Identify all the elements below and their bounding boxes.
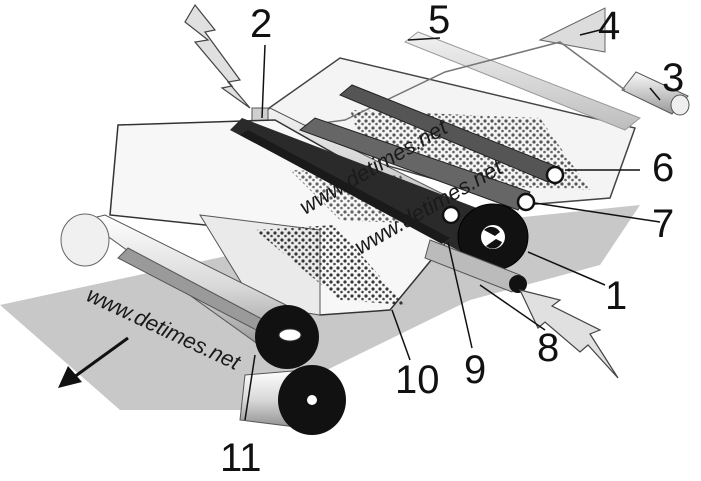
label-8: 8: [537, 326, 560, 370]
prism: [538, 7, 606, 53]
label-1: 1: [605, 274, 628, 318]
developer-roller: [339, 84, 565, 185]
label-5: 5: [428, 0, 451, 42]
label-3: 3: [662, 56, 685, 100]
paper-direction-arrow-icon: [58, 336, 129, 388]
label-4: 4: [598, 4, 621, 48]
transfer-roller: [424, 239, 527, 293]
label-2: 2: [250, 2, 273, 46]
lightning-output-icon: [518, 289, 619, 379]
leader-lines: [244, 29, 661, 421]
label-6: 6: [652, 146, 675, 190]
developer-unit-front: [109, 119, 462, 316]
fuser-roller-upper: [60, 213, 319, 369]
label-9: 9: [464, 348, 487, 392]
toner-feed-roller: [298, 117, 536, 212]
cleaning-blade: [240, 130, 450, 244]
label-11: 11: [220, 436, 262, 480]
photo-drum: [230, 118, 529, 271]
label-7: 7: [652, 202, 675, 246]
toner-front: [255, 225, 405, 305]
label-10: 10: [395, 358, 440, 402]
lightning-input-icon: [184, 3, 251, 109]
fuser-roller-lower: [239, 365, 346, 435]
mirror-bar: [403, 31, 641, 131]
